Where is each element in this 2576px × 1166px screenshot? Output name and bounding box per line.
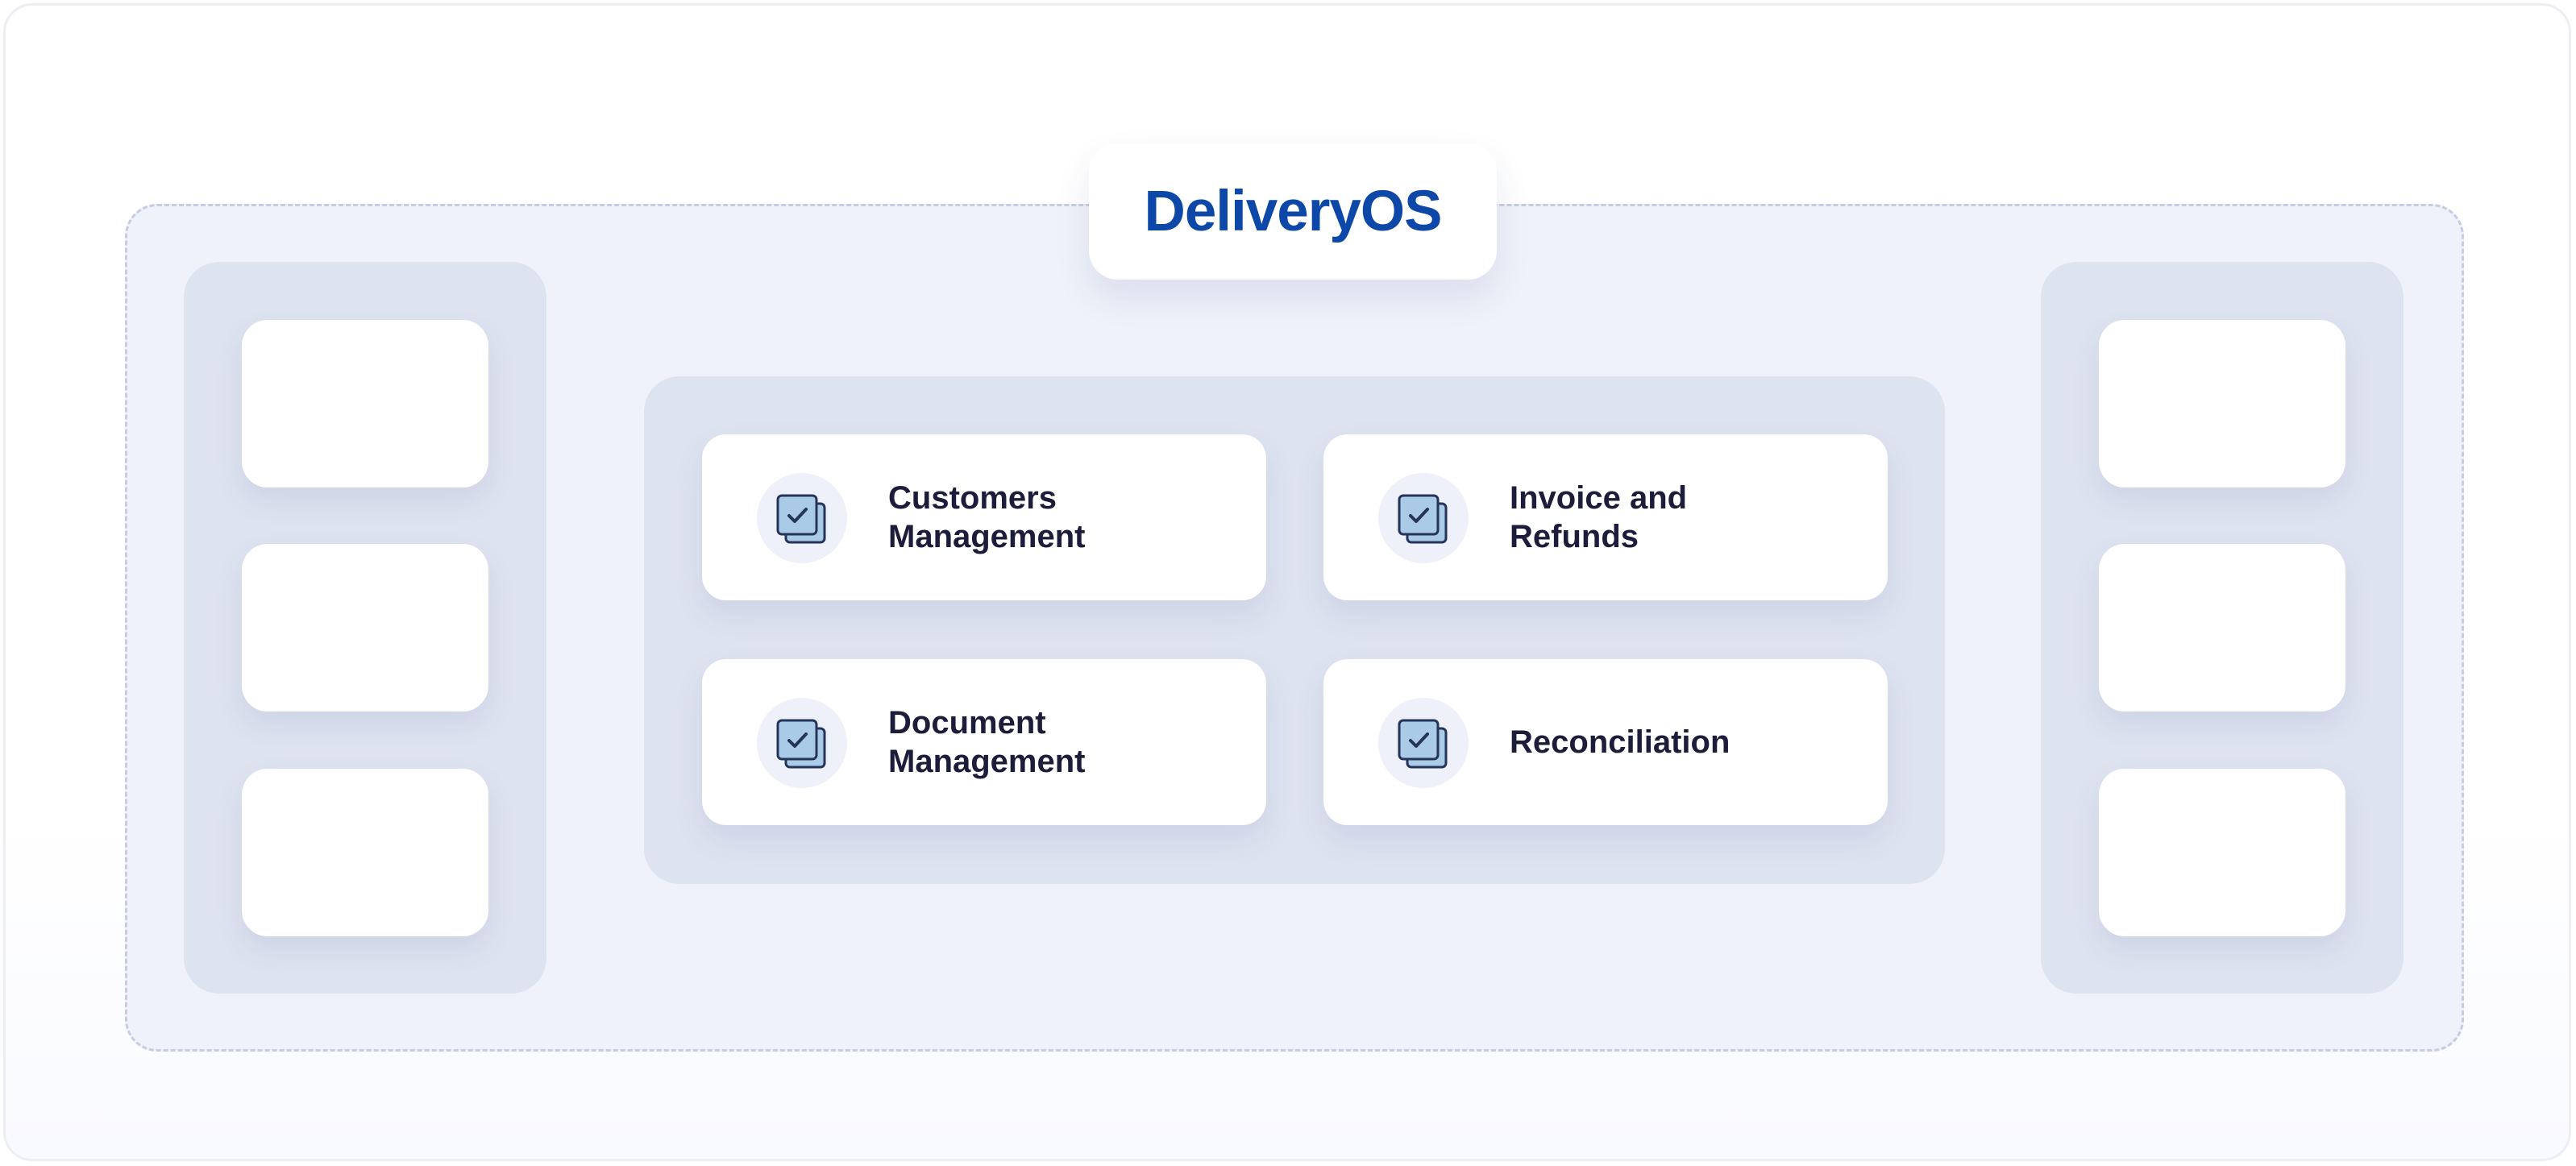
module-label: Reconciliation bbox=[1510, 724, 1730, 760]
checklist-icon bbox=[1377, 696, 1470, 790]
brand-header: DeliveryOS bbox=[1089, 143, 1497, 280]
brand-title: DeliveryOS bbox=[1144, 179, 1443, 243]
canvas-frame: DeliveryOS Customers Management bbox=[3, 3, 2571, 1161]
module-card-document-management: Document Management bbox=[702, 659, 1266, 825]
checklist-icon bbox=[1377, 471, 1470, 565]
checklist-icon bbox=[755, 471, 849, 565]
right-placeholder-card bbox=[2099, 769, 2345, 936]
left-placeholder-card bbox=[242, 320, 488, 488]
module-label: Customers Management bbox=[888, 480, 1086, 554]
module-label: Invoice and Refunds bbox=[1510, 480, 1688, 554]
checklist-icon bbox=[755, 696, 849, 790]
module-label: Document Management bbox=[888, 705, 1086, 779]
left-placeholder-card bbox=[242, 544, 488, 712]
module-card-reconciliation: Reconciliation bbox=[1323, 659, 1888, 825]
module-card-customers-management: Customers Management bbox=[702, 434, 1266, 600]
right-placeholder-card bbox=[2099, 320, 2345, 488]
left-placeholder-card bbox=[242, 769, 488, 936]
modules-panel: Customers Management Invoice and Refunds bbox=[644, 376, 1945, 884]
module-card-invoice-and-refunds: Invoice and Refunds bbox=[1323, 434, 1888, 600]
right-placeholder-card bbox=[2099, 544, 2345, 712]
left-column bbox=[184, 262, 546, 994]
right-column bbox=[2041, 262, 2404, 994]
